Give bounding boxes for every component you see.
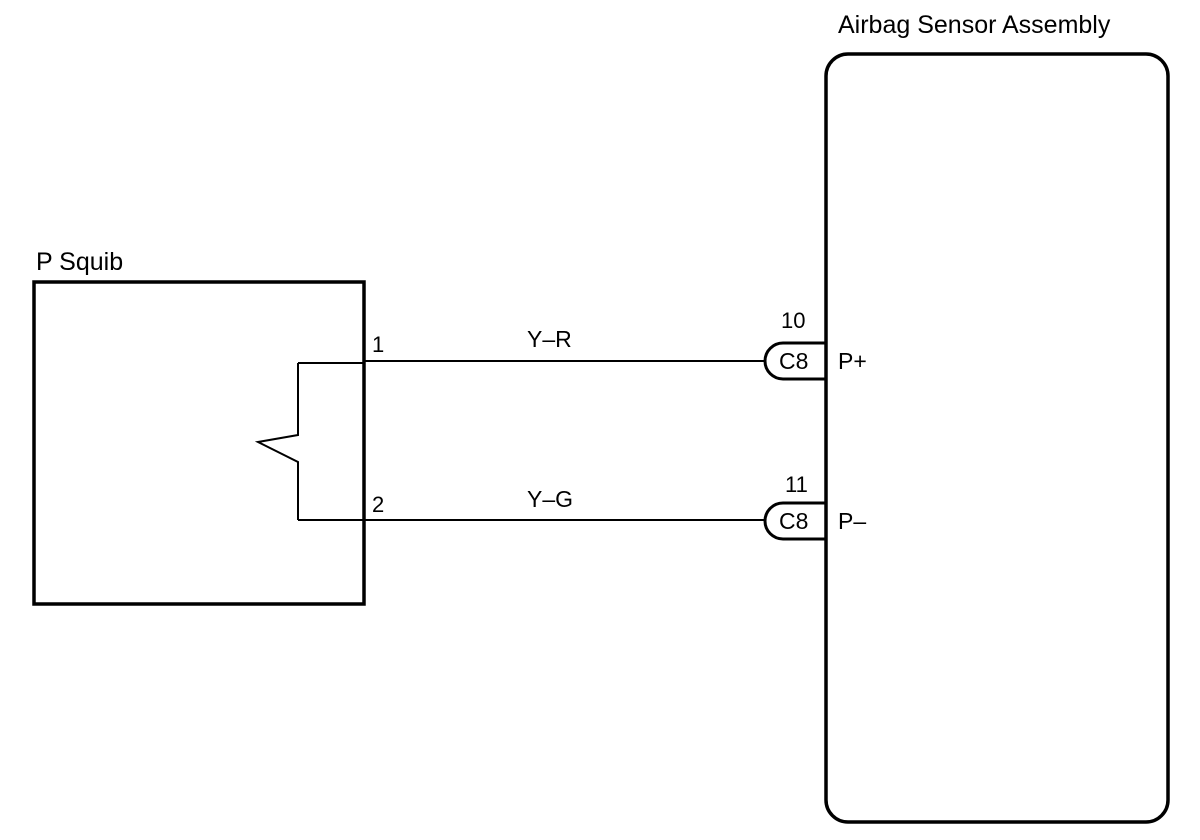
wire-label-y-g: Y–G	[527, 486, 573, 512]
terminal-p-plus: P+	[838, 348, 867, 374]
squib-pin-1: 1	[372, 332, 384, 357]
connector-c8-plus	[763, 341, 826, 381]
connector-code-minus: C8	[779, 508, 808, 534]
wire-label-y-r: Y–R	[527, 326, 572, 352]
terminal-p-minus: P–	[838, 508, 866, 534]
connector-code-plus: C8	[779, 348, 808, 374]
connector-c8-minus	[763, 501, 826, 541]
squib-box	[32, 280, 366, 606]
connector-pin-10: 10	[781, 308, 805, 333]
squib-title: P Squib	[36, 248, 123, 276]
sensor-title: Airbag Sensor Assembly	[838, 11, 1111, 39]
connector-pin-11: 11	[785, 472, 808, 497]
squib-element-symbol	[254, 363, 299, 520]
sensor-assembly-box	[824, 52, 1170, 824]
squib-pin-2: 2	[372, 492, 384, 517]
